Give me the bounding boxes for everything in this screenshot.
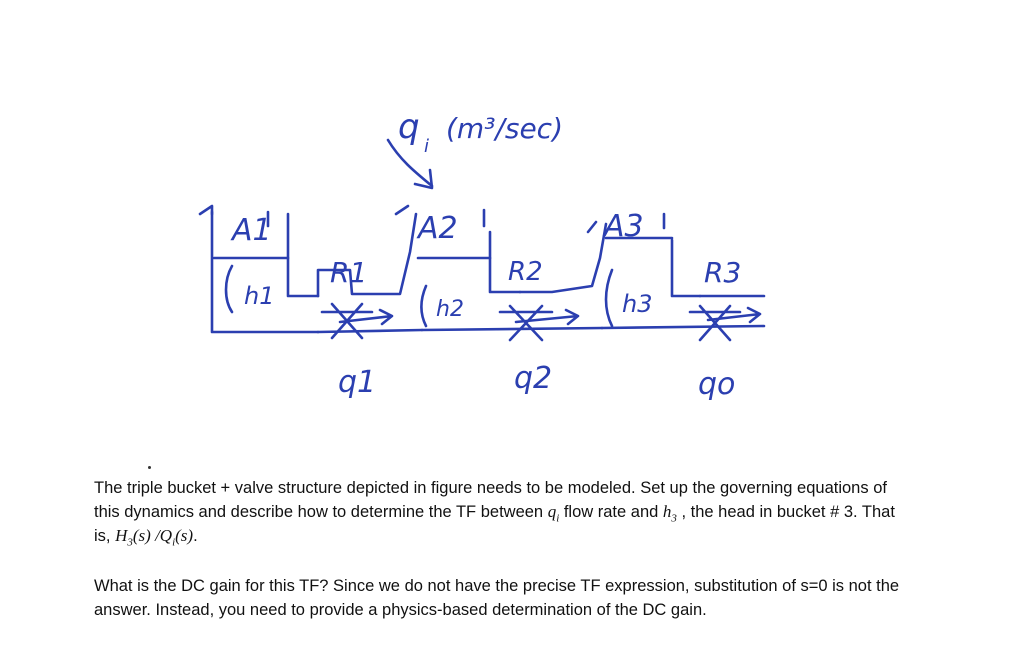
inflow-units: (m³/sec) <box>446 112 563 145</box>
h3-variable: h3 <box>662 502 677 525</box>
tank-1-right-wall <box>286 212 320 298</box>
flow-2-arrow <box>514 308 580 326</box>
flow-2-label: q2 <box>514 361 552 396</box>
flow-3-label: qo <box>698 367 735 402</box>
tank-1-outline <box>210 210 320 334</box>
flow-1-arrow <box>338 308 394 326</box>
pipe-3-bottom <box>600 324 766 330</box>
tank-2-area-label: A2 <box>416 211 458 246</box>
pipe-2-top <box>518 222 608 294</box>
tank-3-head-label: h3 <box>622 290 652 318</box>
tank-1-area-label: A1 <box>230 213 272 248</box>
inflow-arrow <box>386 138 434 188</box>
inflow-label: q <box>398 107 420 147</box>
inflow-subscript: i <box>424 136 429 157</box>
stray-dot <box>148 466 151 469</box>
pipe-1-top <box>316 212 418 298</box>
valve-2-label: R2 <box>508 257 543 287</box>
valve-3-label: R3 <box>704 256 741 289</box>
valve-3-symbol <box>688 304 742 342</box>
tank-2-head-label: h2 <box>436 297 464 322</box>
flow-1-label: q1 <box>338 365 376 400</box>
triple-tank-sketch: q i (m³/sec) A1 h1 R1 q1 A2 h2 R2 q2 <box>198 107 766 402</box>
tank-3-head-bracket <box>604 268 614 328</box>
paragraph-1-part-3: , the head in bucket # 3. That is, <box>94 503 895 545</box>
tank-2-right-wall <box>488 230 522 294</box>
transfer-function-expression: H3(s) /Qi(s) <box>115 526 194 549</box>
paragraph-1: The triple bucket + valve structure depi… <box>94 476 914 548</box>
tank-3-top-bracket <box>586 212 666 234</box>
tank-1-bracket <box>198 204 214 216</box>
tank-1-head-bracket <box>224 264 234 314</box>
qi-variable: qi <box>547 502 560 525</box>
valve-1-label: R1 <box>330 256 367 289</box>
paragraph-2: What is the DC gain for this TF? Since w… <box>94 577 900 619</box>
tank-3-right-wall <box>670 238 702 298</box>
paragraph-1-part-1: The triple bucket + valve structure depi… <box>94 479 887 521</box>
tank-2-top-bracket <box>394 204 486 228</box>
pipe-2-bottom <box>420 326 604 332</box>
paragraph-1-part-2: flow rate and <box>559 503 663 521</box>
flow-3-arrow <box>706 306 762 324</box>
tank-1-head-label: h1 <box>244 282 274 310</box>
valve-2-symbol <box>498 304 554 342</box>
tank-2-head-bracket <box>420 284 428 328</box>
pipe-1-bottom <box>316 328 424 334</box>
inflow-arrowhead <box>413 168 434 190</box>
paragraph-1-part-4: . <box>193 527 198 545</box>
